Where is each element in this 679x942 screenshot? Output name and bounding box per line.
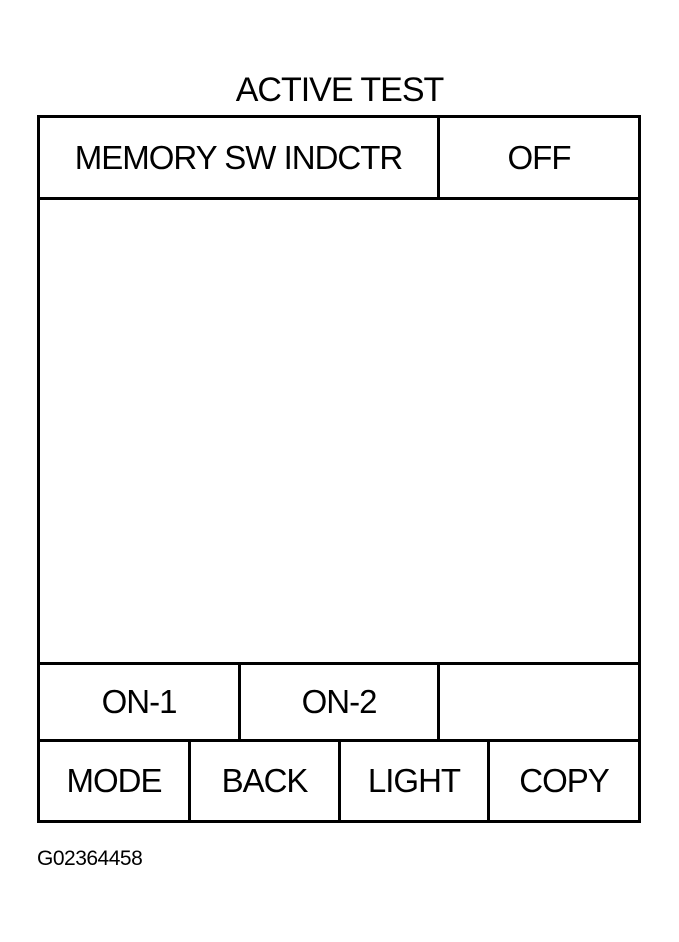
display-area xyxy=(40,200,638,662)
test-item-name: MEMORY SW INDCTR xyxy=(40,118,440,200)
empty-option-cell xyxy=(440,662,638,742)
figure-id: G02364458 xyxy=(37,847,143,870)
mode-button[interactable]: MODE xyxy=(40,742,191,820)
test-item-value: OFF xyxy=(440,118,638,200)
on-2-button[interactable]: ON-2 xyxy=(241,662,440,742)
active-test-screen: MEMORY SW INDCTR OFF ON-1 ON-2 MODE BACK… xyxy=(37,115,641,823)
screen-title: ACTIVE TEST xyxy=(235,71,445,109)
back-button[interactable]: BACK xyxy=(191,742,341,820)
on-1-button[interactable]: ON-1 xyxy=(40,662,241,742)
copy-button[interactable]: COPY xyxy=(490,742,638,820)
light-button[interactable]: LIGHT xyxy=(341,742,490,820)
